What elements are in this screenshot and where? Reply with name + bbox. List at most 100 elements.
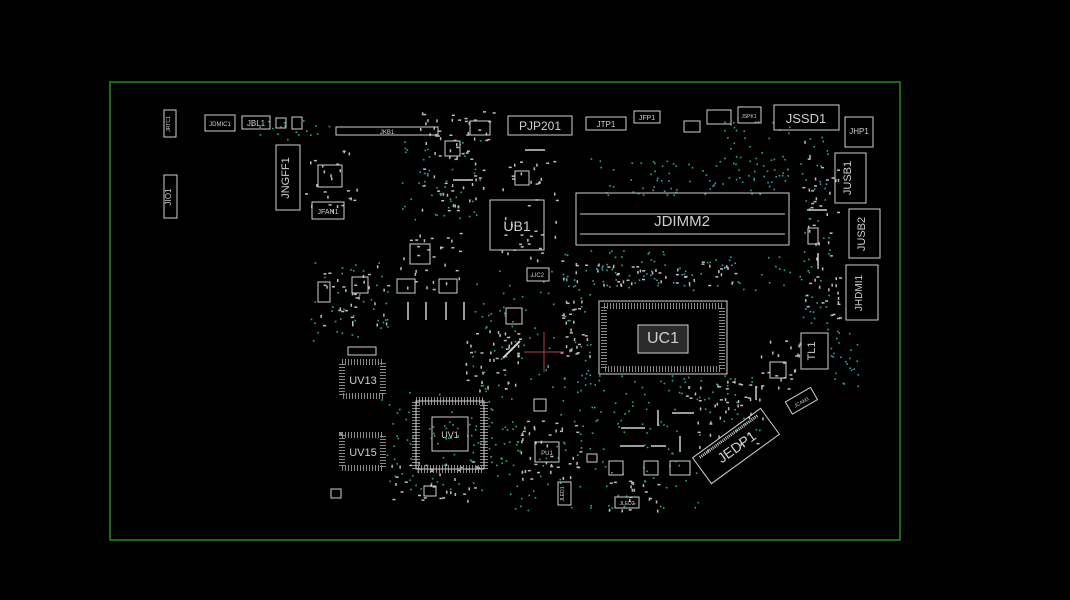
component-jled2[interactable]: JLED2 bbox=[614, 496, 640, 509]
via bbox=[703, 398, 706, 401]
component-jfp1[interactable]: JFP1 bbox=[633, 110, 661, 124]
via bbox=[606, 269, 608, 272]
via bbox=[744, 137, 746, 139]
via bbox=[597, 264, 599, 267]
via bbox=[698, 396, 701, 399]
pad bbox=[418, 461, 420, 465]
component-jtp1[interactable]: JTP1 bbox=[585, 116, 627, 131]
via bbox=[753, 177, 756, 180]
via bbox=[762, 165, 765, 167]
via bbox=[584, 311, 586, 313]
via bbox=[472, 355, 474, 358]
component-ub1[interactable]: UB1 bbox=[489, 199, 545, 251]
component-jspk1[interactable]: JSPK1 bbox=[737, 106, 762, 124]
via bbox=[547, 292, 550, 295]
component-jusb1[interactable]: JUSB1 bbox=[834, 152, 867, 204]
pad bbox=[556, 466, 560, 468]
pad bbox=[576, 431, 580, 434]
component-tl1[interactable]: TL1 bbox=[800, 332, 829, 370]
component-pu1[interactable]: PU1 bbox=[534, 441, 560, 463]
via bbox=[592, 280, 594, 282]
via bbox=[382, 321, 385, 324]
pad bbox=[326, 285, 328, 289]
component-jrtc1[interactable]: JRTC1 bbox=[163, 109, 177, 138]
pad bbox=[811, 202, 815, 205]
pad bbox=[727, 267, 729, 270]
via bbox=[357, 336, 359, 338]
component-pjp201[interactable]: PJP201 bbox=[507, 115, 573, 136]
via bbox=[563, 378, 566, 380]
component-jio1[interactable]: JIO1 bbox=[163, 174, 178, 219]
via bbox=[714, 182, 717, 185]
pad bbox=[440, 246, 444, 249]
component-jdimm2[interactable]: JDIMM2 bbox=[575, 192, 790, 246]
via bbox=[424, 172, 426, 175]
pad bbox=[697, 421, 699, 425]
component-jbl1[interactable]: JBL1 bbox=[241, 115, 271, 130]
via bbox=[590, 507, 592, 509]
pad bbox=[772, 351, 774, 355]
via bbox=[643, 275, 645, 277]
via bbox=[566, 279, 568, 282]
pad bbox=[572, 456, 574, 460]
component-jhp1[interactable]: JHP1 bbox=[844, 116, 874, 148]
via bbox=[675, 191, 677, 194]
pad bbox=[496, 372, 500, 374]
component-uv1-gpu[interactable]: UV1 bbox=[412, 397, 488, 473]
via bbox=[511, 398, 513, 400]
component-jusb2[interactable]: JUSB2 bbox=[848, 208, 881, 259]
via bbox=[804, 231, 806, 234]
via bbox=[384, 319, 387, 321]
via bbox=[460, 191, 462, 194]
component-jcam1[interactable]: JCAM1 bbox=[784, 386, 819, 415]
via bbox=[508, 382, 510, 384]
via bbox=[849, 357, 851, 360]
via bbox=[773, 158, 776, 161]
pad bbox=[353, 199, 357, 202]
pad bbox=[536, 163, 538, 167]
via bbox=[481, 489, 483, 492]
pad bbox=[814, 278, 816, 282]
label-jrtc1: JRTC1 bbox=[166, 116, 172, 132]
component-jdmic1[interactable]: JDMIC1 bbox=[204, 114, 236, 132]
component-jhdmi1[interactable]: JHDMI1 bbox=[845, 264, 879, 321]
via bbox=[584, 384, 587, 386]
component-uv15[interactable]: UV15 bbox=[339, 432, 386, 471]
pad bbox=[718, 386, 722, 388]
component-jled1[interactable]: JLED1 bbox=[557, 481, 572, 506]
component-uv13[interactable]: UV13 bbox=[339, 359, 386, 399]
via bbox=[503, 443, 506, 445]
via bbox=[410, 198, 412, 200]
pad bbox=[626, 279, 630, 282]
via bbox=[830, 355, 833, 357]
via bbox=[601, 269, 604, 271]
component-uc2[interactable]: UC2 bbox=[526, 267, 550, 282]
pad bbox=[726, 401, 729, 404]
via bbox=[422, 158, 425, 161]
component-jngff1[interactable]: JNGFF1 bbox=[275, 144, 301, 211]
component-uc1[interactable]: UC1 bbox=[598, 300, 728, 375]
via bbox=[653, 186, 655, 188]
via bbox=[640, 261, 643, 263]
via bbox=[738, 169, 740, 171]
pad bbox=[740, 442, 742, 446]
via bbox=[310, 134, 312, 136]
label-ub1: UB1 bbox=[503, 218, 530, 234]
via bbox=[829, 249, 831, 251]
via bbox=[343, 308, 345, 311]
component-jfan1[interactable]: JFAN1 bbox=[311, 201, 345, 220]
component-jedp1[interactable]: JEDP1 bbox=[691, 407, 781, 485]
via bbox=[631, 162, 633, 164]
pad bbox=[506, 336, 510, 339]
via bbox=[458, 483, 460, 485]
pad bbox=[575, 264, 579, 267]
via bbox=[729, 378, 732, 380]
component-jssd1[interactable]: JSSD1 bbox=[773, 104, 840, 131]
via bbox=[803, 251, 806, 253]
component-jkb1[interactable]: JKB1 bbox=[335, 126, 439, 136]
via bbox=[436, 187, 438, 189]
pad bbox=[839, 277, 842, 279]
pad bbox=[352, 323, 354, 327]
